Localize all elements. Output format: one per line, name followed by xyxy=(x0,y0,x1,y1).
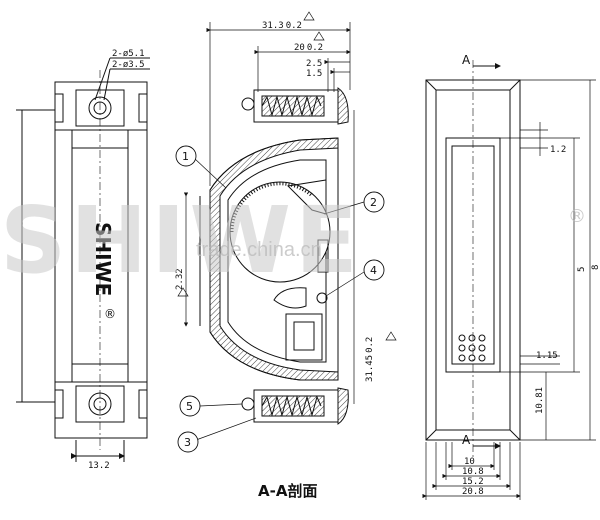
dim-1-2: 1.2 xyxy=(550,145,566,155)
callout-bubbles: 1 2 3 4 5 xyxy=(175,145,385,453)
watermark: SHIWE ® trade.china.cn xyxy=(0,187,586,294)
dim-5: 5 xyxy=(577,267,587,272)
dim-w-20-8: 20.8 xyxy=(462,487,484,497)
lower-block xyxy=(285,313,323,361)
dim-height-2-32: 2.32 xyxy=(175,268,185,290)
svg-text:1: 1 xyxy=(182,150,189,163)
contact-grid xyxy=(458,334,486,362)
hole-note-bottom: 2-ø3.5 xyxy=(112,60,145,70)
section-mark-top: A xyxy=(462,53,471,67)
callout-2: 2 xyxy=(363,191,385,213)
hole-note-top: 2-ø5.1 xyxy=(112,49,145,59)
section-mark-bottom: A xyxy=(462,433,471,447)
core-circle xyxy=(229,181,331,283)
callout-5: 5 xyxy=(179,395,201,417)
left-brand-text: SHIWE xyxy=(91,222,115,296)
left-brand-mark: ® xyxy=(104,307,116,321)
dim-10-81: 10.81 xyxy=(535,387,545,414)
dim-w-10-8: 10.8 xyxy=(462,467,484,477)
svg-text:5: 5 xyxy=(186,400,193,413)
dim-height-31-45: 31.450.2 xyxy=(365,337,375,382)
watermark-brand: SHIWE xyxy=(0,187,362,294)
wedge-element xyxy=(286,179,327,215)
left-width-dim: 13.2 xyxy=(88,461,110,471)
dim-w-10: 10 xyxy=(464,457,475,467)
bottom-screw-head xyxy=(241,397,255,411)
callout-3: 3 xyxy=(177,431,199,453)
callout-4: 4 xyxy=(363,259,385,281)
front-view xyxy=(422,60,596,500)
dim-w-15-2: 15.2 xyxy=(462,477,484,487)
inner-cavity xyxy=(227,159,327,363)
dim-1-15: 1.15 xyxy=(536,351,558,361)
svg-text:2: 2 xyxy=(370,196,377,209)
front-dimensions: A A 1.2 5 8 1.15 10.81 10 10.8 15.2 20.8 xyxy=(462,53,600,497)
dim-1-5: 1.5 xyxy=(306,69,322,79)
svg-text:4: 4 xyxy=(370,264,377,277)
callout-1: 1 xyxy=(175,145,197,167)
watermark-site: trade.china.cn xyxy=(196,239,322,261)
housing-wall-hatch xyxy=(209,137,339,381)
top-screw-head xyxy=(241,97,255,111)
section-caption: A-A剖面 xyxy=(258,482,317,500)
section-view xyxy=(177,11,397,441)
dim-8: 8 xyxy=(591,265,600,270)
dim-2-5: 2.5 xyxy=(306,59,322,69)
watermark-registered: ® xyxy=(568,206,586,227)
left-view xyxy=(16,57,150,462)
svg-text:3: 3 xyxy=(184,436,191,449)
detent-ball xyxy=(316,292,328,304)
